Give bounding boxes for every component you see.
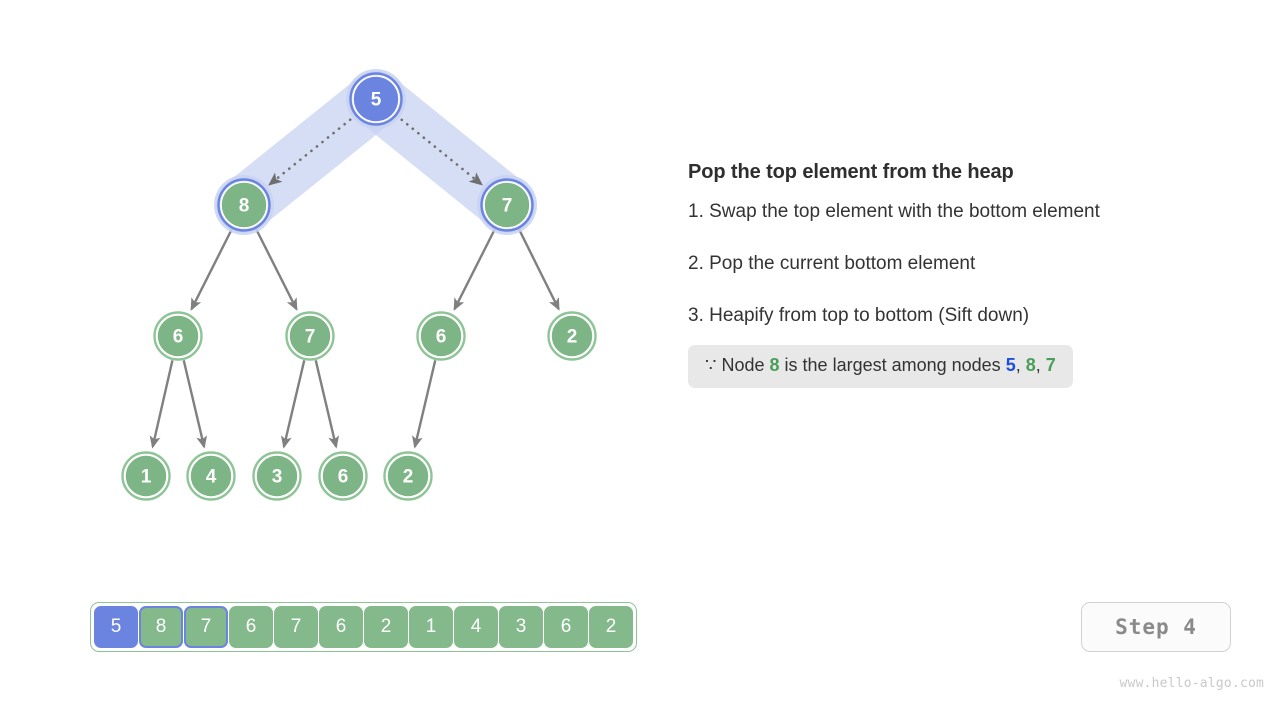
node-ring (217, 178, 271, 232)
tree-node: 1 (121, 451, 171, 501)
node-ring (349, 72, 403, 126)
tree-node: 2 (547, 311, 597, 361)
step-item-1: 1. Swap the top element with the bottom … (688, 201, 1100, 222)
node-circle (156, 314, 200, 358)
node-circle (352, 75, 400, 123)
page-title: Pop the top element from the heap (688, 161, 1014, 183)
array-cell-11: 2 (589, 606, 633, 648)
array-cell-10: 6 (544, 606, 588, 648)
reason-candidate-2: 8 (1025, 355, 1036, 376)
tree-node: 6 (416, 311, 466, 361)
reason-middle: is the largest among nodes (784, 355, 1001, 376)
array-cell-3: 6 (229, 606, 273, 648)
explanation-panel: Pop the top element from the heap 1. Swa… (688, 160, 1248, 389)
watermark: www.hello-algo.com (1119, 676, 1264, 691)
tree-node: 7 (477, 175, 537, 235)
tree-edge (280, 360, 306, 449)
node-ring (186, 451, 236, 501)
array-cell-1: 8 (139, 606, 183, 648)
array-cell-6: 2 (364, 606, 408, 648)
array-cell-8: 4 (454, 606, 498, 648)
node-ring (318, 451, 368, 501)
node-ring (252, 451, 302, 501)
tree-edge (453, 228, 496, 311)
node-circle (550, 314, 594, 358)
reason-subject-node: 8 (769, 355, 780, 376)
node-ring (416, 311, 466, 361)
comparison-arrow-layer (268, 113, 483, 186)
tree-node: 7 (285, 311, 335, 361)
tree-edge (255, 228, 298, 311)
tree-node: 4 (186, 451, 236, 501)
tree-node: 2 (383, 451, 433, 501)
tree-edge (517, 228, 560, 311)
node-circle (220, 181, 268, 229)
node-ring (480, 178, 534, 232)
reason-prefix: Node (721, 355, 765, 376)
node-ring (285, 311, 335, 361)
node-circle (189, 454, 233, 498)
step-badge: Step 4 (1081, 602, 1231, 652)
tree-node: 5 (346, 69, 406, 129)
reason-candidate-1: 5 (1005, 355, 1016, 376)
reason-candidate-3: 7 (1045, 355, 1056, 376)
reason-callout: ∵ Node 8 is the largest among nodes 5, 8… (688, 345, 1073, 389)
node-circle (386, 454, 430, 498)
reason-sep-2: , (1035, 355, 1046, 376)
node-circle (419, 314, 463, 358)
tree-node: 8 (214, 175, 274, 235)
comparison-arrow (394, 114, 483, 186)
node-circle (321, 454, 365, 498)
node-ring (153, 311, 203, 361)
tree-edge (149, 360, 174, 449)
reason-sep-1: , (1015, 355, 1026, 376)
array-cell-4: 7 (274, 606, 318, 648)
node-circle (255, 454, 299, 498)
tree-node: 6 (153, 311, 203, 361)
array-cell-0: 5 (94, 606, 138, 648)
node-ring (121, 451, 171, 501)
tree-edge (314, 360, 340, 449)
tree-node: 6 (318, 451, 368, 501)
node-circle (124, 454, 168, 498)
tree-edge (182, 360, 208, 449)
array-cell-5: 6 (319, 606, 363, 648)
node-ring (383, 451, 433, 501)
array-cell-2: 7 (184, 606, 228, 648)
array-cell-9: 3 (499, 606, 543, 648)
tree-edge (411, 360, 437, 449)
tree-edge (190, 228, 233, 311)
comparison-arrow (268, 113, 358, 186)
tree-node: 3 (252, 451, 302, 501)
node-circle (483, 181, 531, 229)
tree-edge-layer (149, 228, 560, 449)
because-symbol: ∵ (705, 355, 717, 376)
array-cell-7: 1 (409, 606, 453, 648)
step-item-3: 3. Heapify from top to bottom (Sift down… (688, 304, 1030, 326)
node-circle (288, 314, 332, 358)
step-item-2: 2. Pop the current bottom element (688, 252, 976, 274)
node-ring (547, 311, 597, 361)
